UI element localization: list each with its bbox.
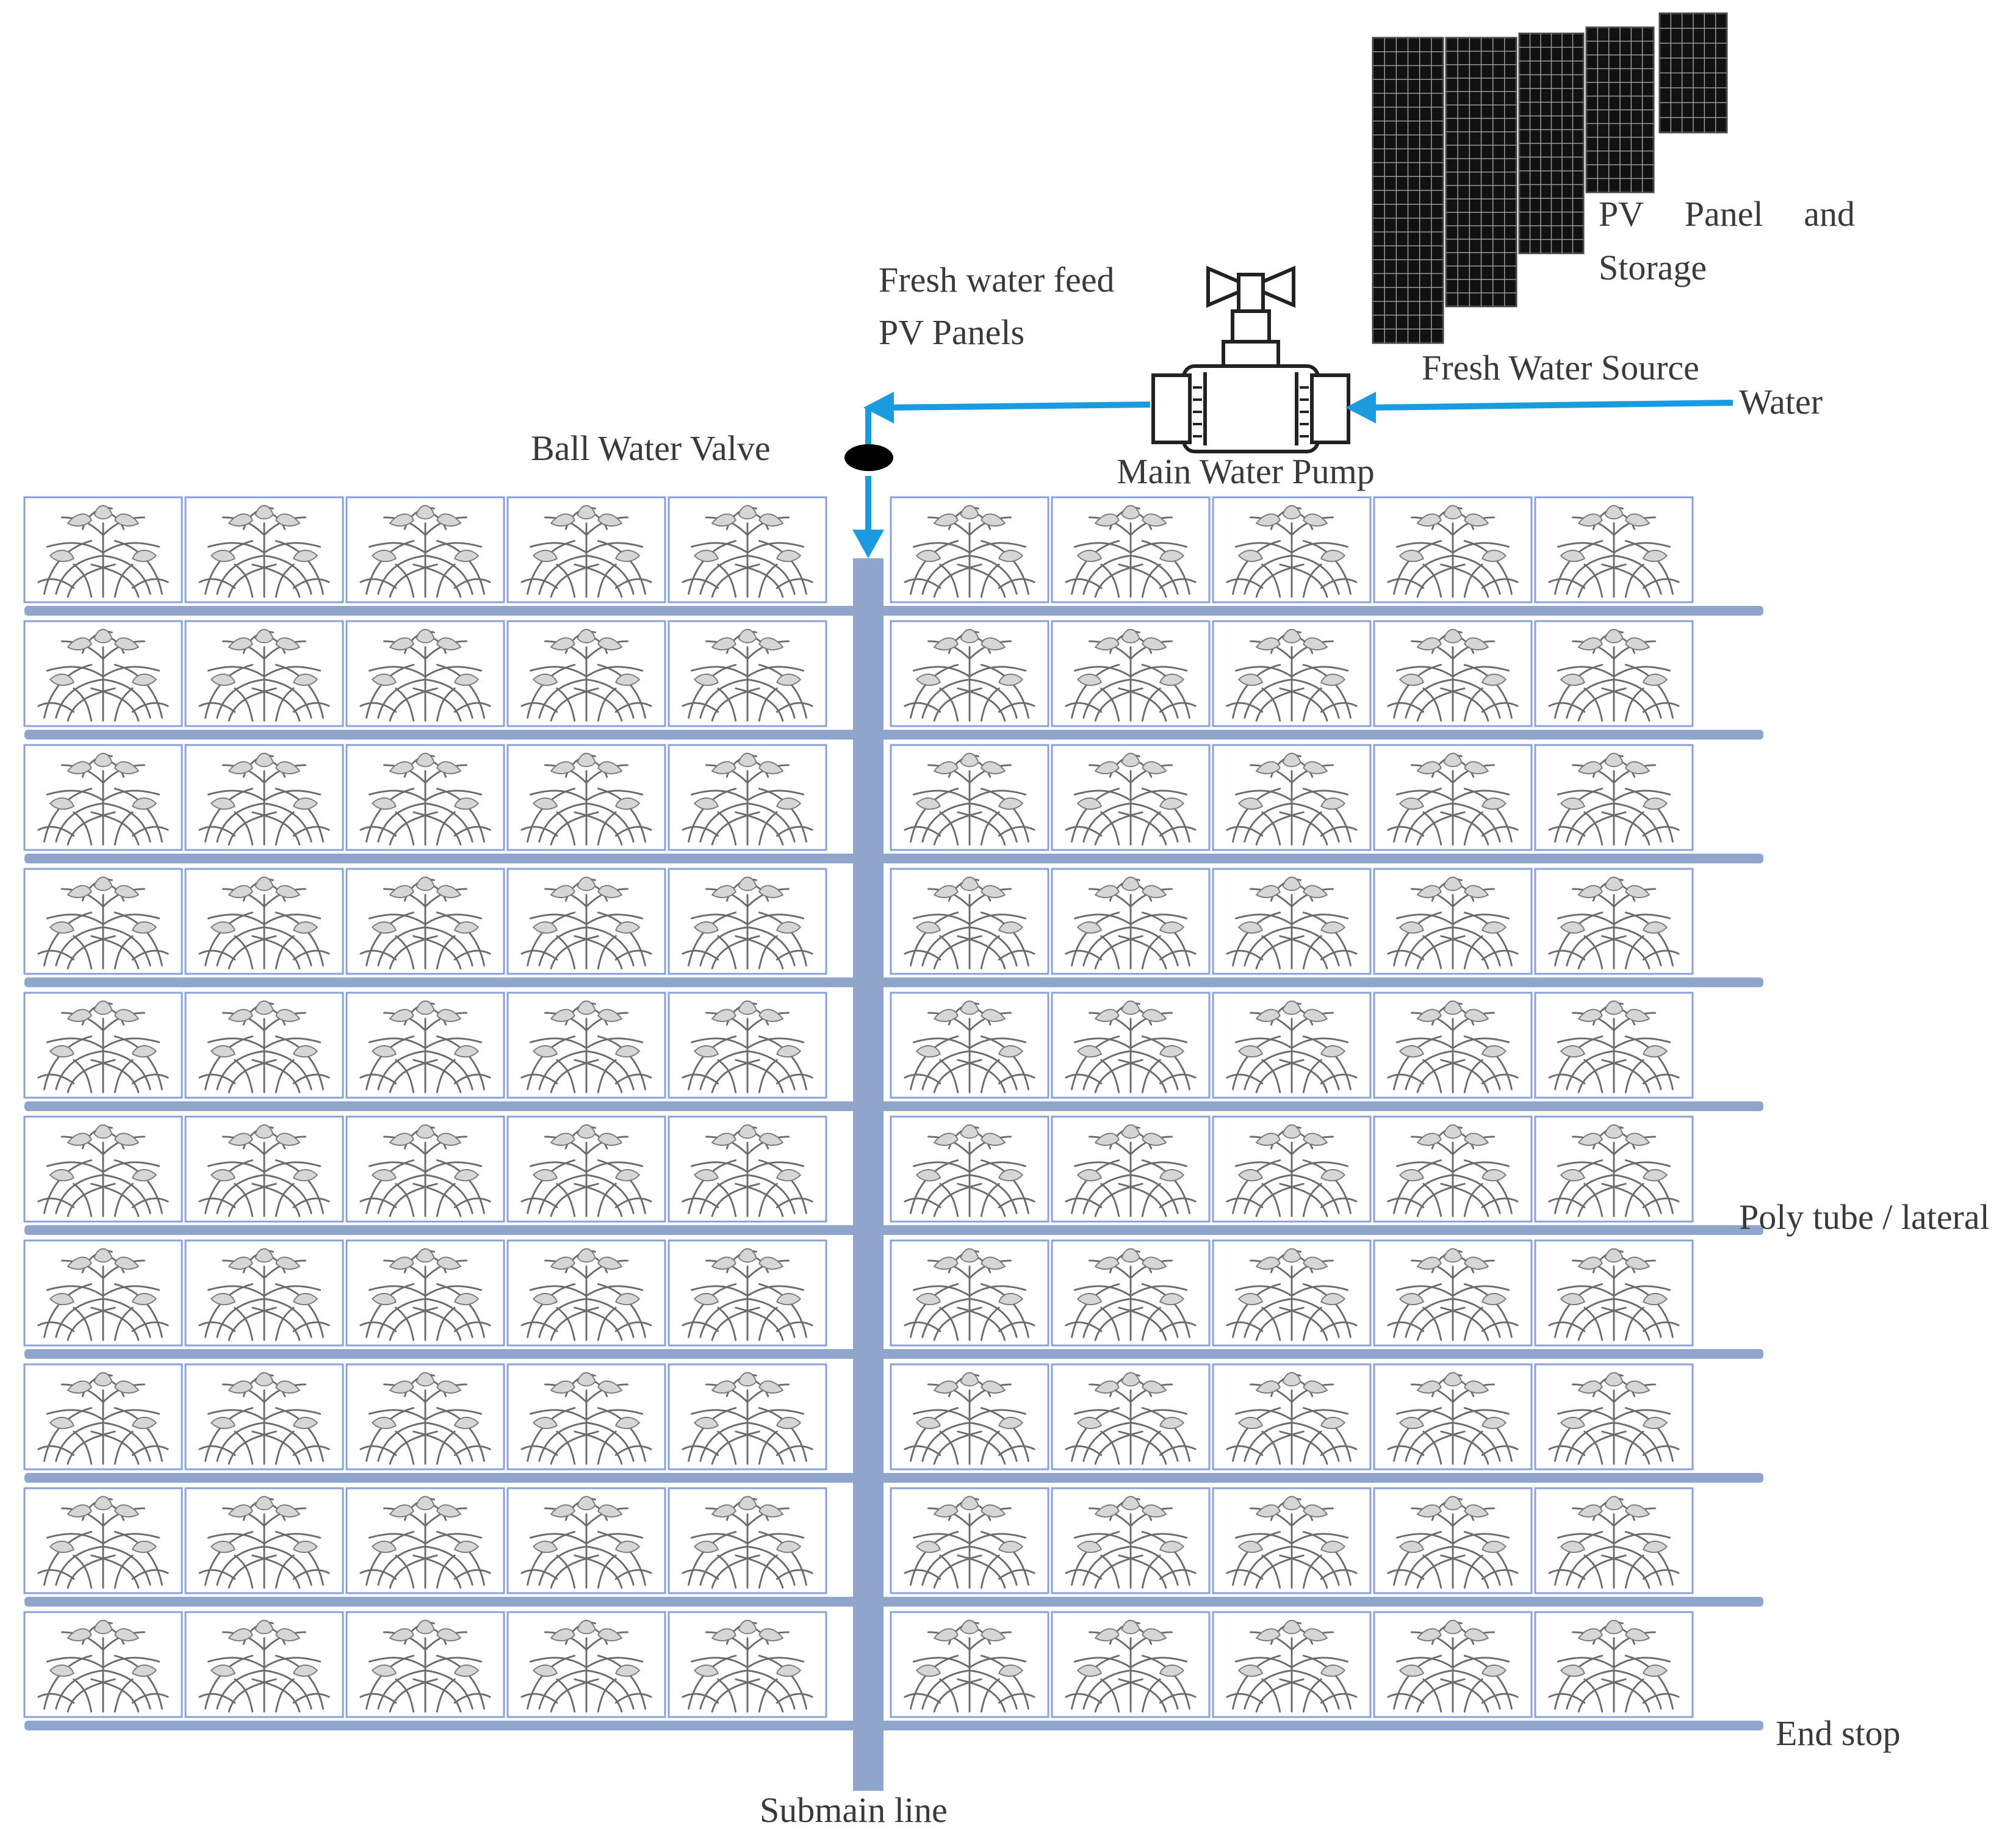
ball-water-valve-icon: [844, 444, 893, 471]
poly-tube-lateral: [24, 1101, 1763, 1111]
plant-row: [23, 1487, 1763, 1607]
water-inlet-arrow: [1369, 400, 1733, 411]
poly-tube-lateral-label: Poly tube / lateral: [1739, 1197, 1990, 1237]
pv-panel-and-storage-label: PV Panel and: [1599, 196, 1855, 232]
poly-tube-lateral: [24, 730, 1763, 740]
storage-label: Storage: [1599, 248, 1707, 287]
poly-tube-lateral: [24, 1225, 1763, 1235]
feed-pipe-arrow: [887, 401, 1151, 411]
submain-line: [853, 558, 884, 1791]
fresh-water-source-label: Fresh Water Source: [1422, 348, 1699, 387]
plant-row: [23, 1239, 1763, 1359]
pv-panels-label: PV Panels: [879, 312, 1025, 352]
plant-row: [23, 868, 1763, 987]
plant-row: [23, 744, 1763, 863]
pv-panel-label-word-3: and: [1804, 194, 1855, 234]
pv-panel-label-word-2: Panel: [1684, 194, 1763, 234]
plant-row: [23, 496, 1763, 616]
solar-panel-icon: [1585, 26, 1655, 193]
water-label: Water: [1739, 382, 1823, 422]
main-water-pump-icon: [1151, 265, 1350, 453]
poly-tube-lateral: [24, 977, 1763, 987]
submain-line-label: Submain line: [760, 1790, 948, 1830]
plant-row: [23, 992, 1763, 1111]
solar-panel-icon: [1372, 37, 1444, 344]
pv-panel-label-word-1: PV: [1599, 194, 1644, 234]
solar-panel-icon: [1445, 37, 1517, 308]
poly-tube-lateral: [24, 1597, 1763, 1607]
poly-tube-lateral: [24, 606, 1763, 616]
pv-panels: [1372, 12, 1728, 344]
fresh-water-feed-label: Fresh water feed: [879, 260, 1115, 300]
main-water-pump-label: Main Water Pump: [1117, 452, 1375, 491]
plant-row: [23, 1611, 1763, 1730]
ball-water-valve-label: Ball Water Valve: [531, 428, 771, 468]
plant-row: [23, 1363, 1763, 1483]
solar-panel-icon: [1518, 32, 1585, 254]
poly-tube-lateral: [24, 1473, 1763, 1483]
poly-tube-lateral: [24, 1721, 1763, 1730]
solar-panel-icon: [1658, 12, 1728, 134]
end-stop-label: End stop: [1776, 1713, 1901, 1753]
irrigation-field: [23, 496, 1763, 1791]
poly-tube-lateral: [24, 1349, 1763, 1359]
flow-arrows: [852, 392, 1733, 558]
poly-tube-lateral: [24, 854, 1763, 863]
plant-row: [23, 1115, 1763, 1235]
plant-row: [23, 620, 1763, 740]
